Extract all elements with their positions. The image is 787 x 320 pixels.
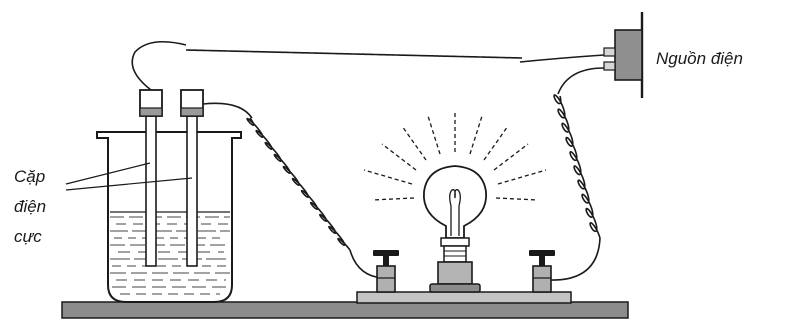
electrodes-label-line3: cực	[14, 227, 42, 246]
terminal-post-right	[529, 250, 555, 293]
power-source-label: Nguồn điện	[656, 49, 743, 68]
coiled-wire-right-coil	[553, 94, 601, 239]
electrodes-pointer-lines	[65, 162, 193, 191]
table	[61, 291, 629, 319]
coiled-wire-top-end	[519, 54, 605, 63]
electrodes-label-line2: điện	[14, 197, 46, 216]
beaker	[96, 131, 242, 303]
power-socket	[603, 12, 644, 98]
coiled-wires	[131, 40, 605, 281]
liquid	[110, 211, 230, 295]
light-bulb	[363, 112, 547, 293]
bulb-rays	[363, 112, 547, 201]
coiled-wire-right-end	[547, 237, 601, 281]
coiled-wire-left	[202, 102, 253, 119]
coiled-wire-left-coil	[246, 117, 351, 251]
coiled-wire-top	[131, 40, 187, 91]
coiled-wire-right	[557, 67, 605, 95]
coiled-wire-top-coil	[185, 49, 523, 59]
electrodes-label-line1: Cặp	[14, 167, 45, 186]
electrode-pair	[139, 89, 204, 267]
terminal-post-left	[373, 250, 399, 293]
